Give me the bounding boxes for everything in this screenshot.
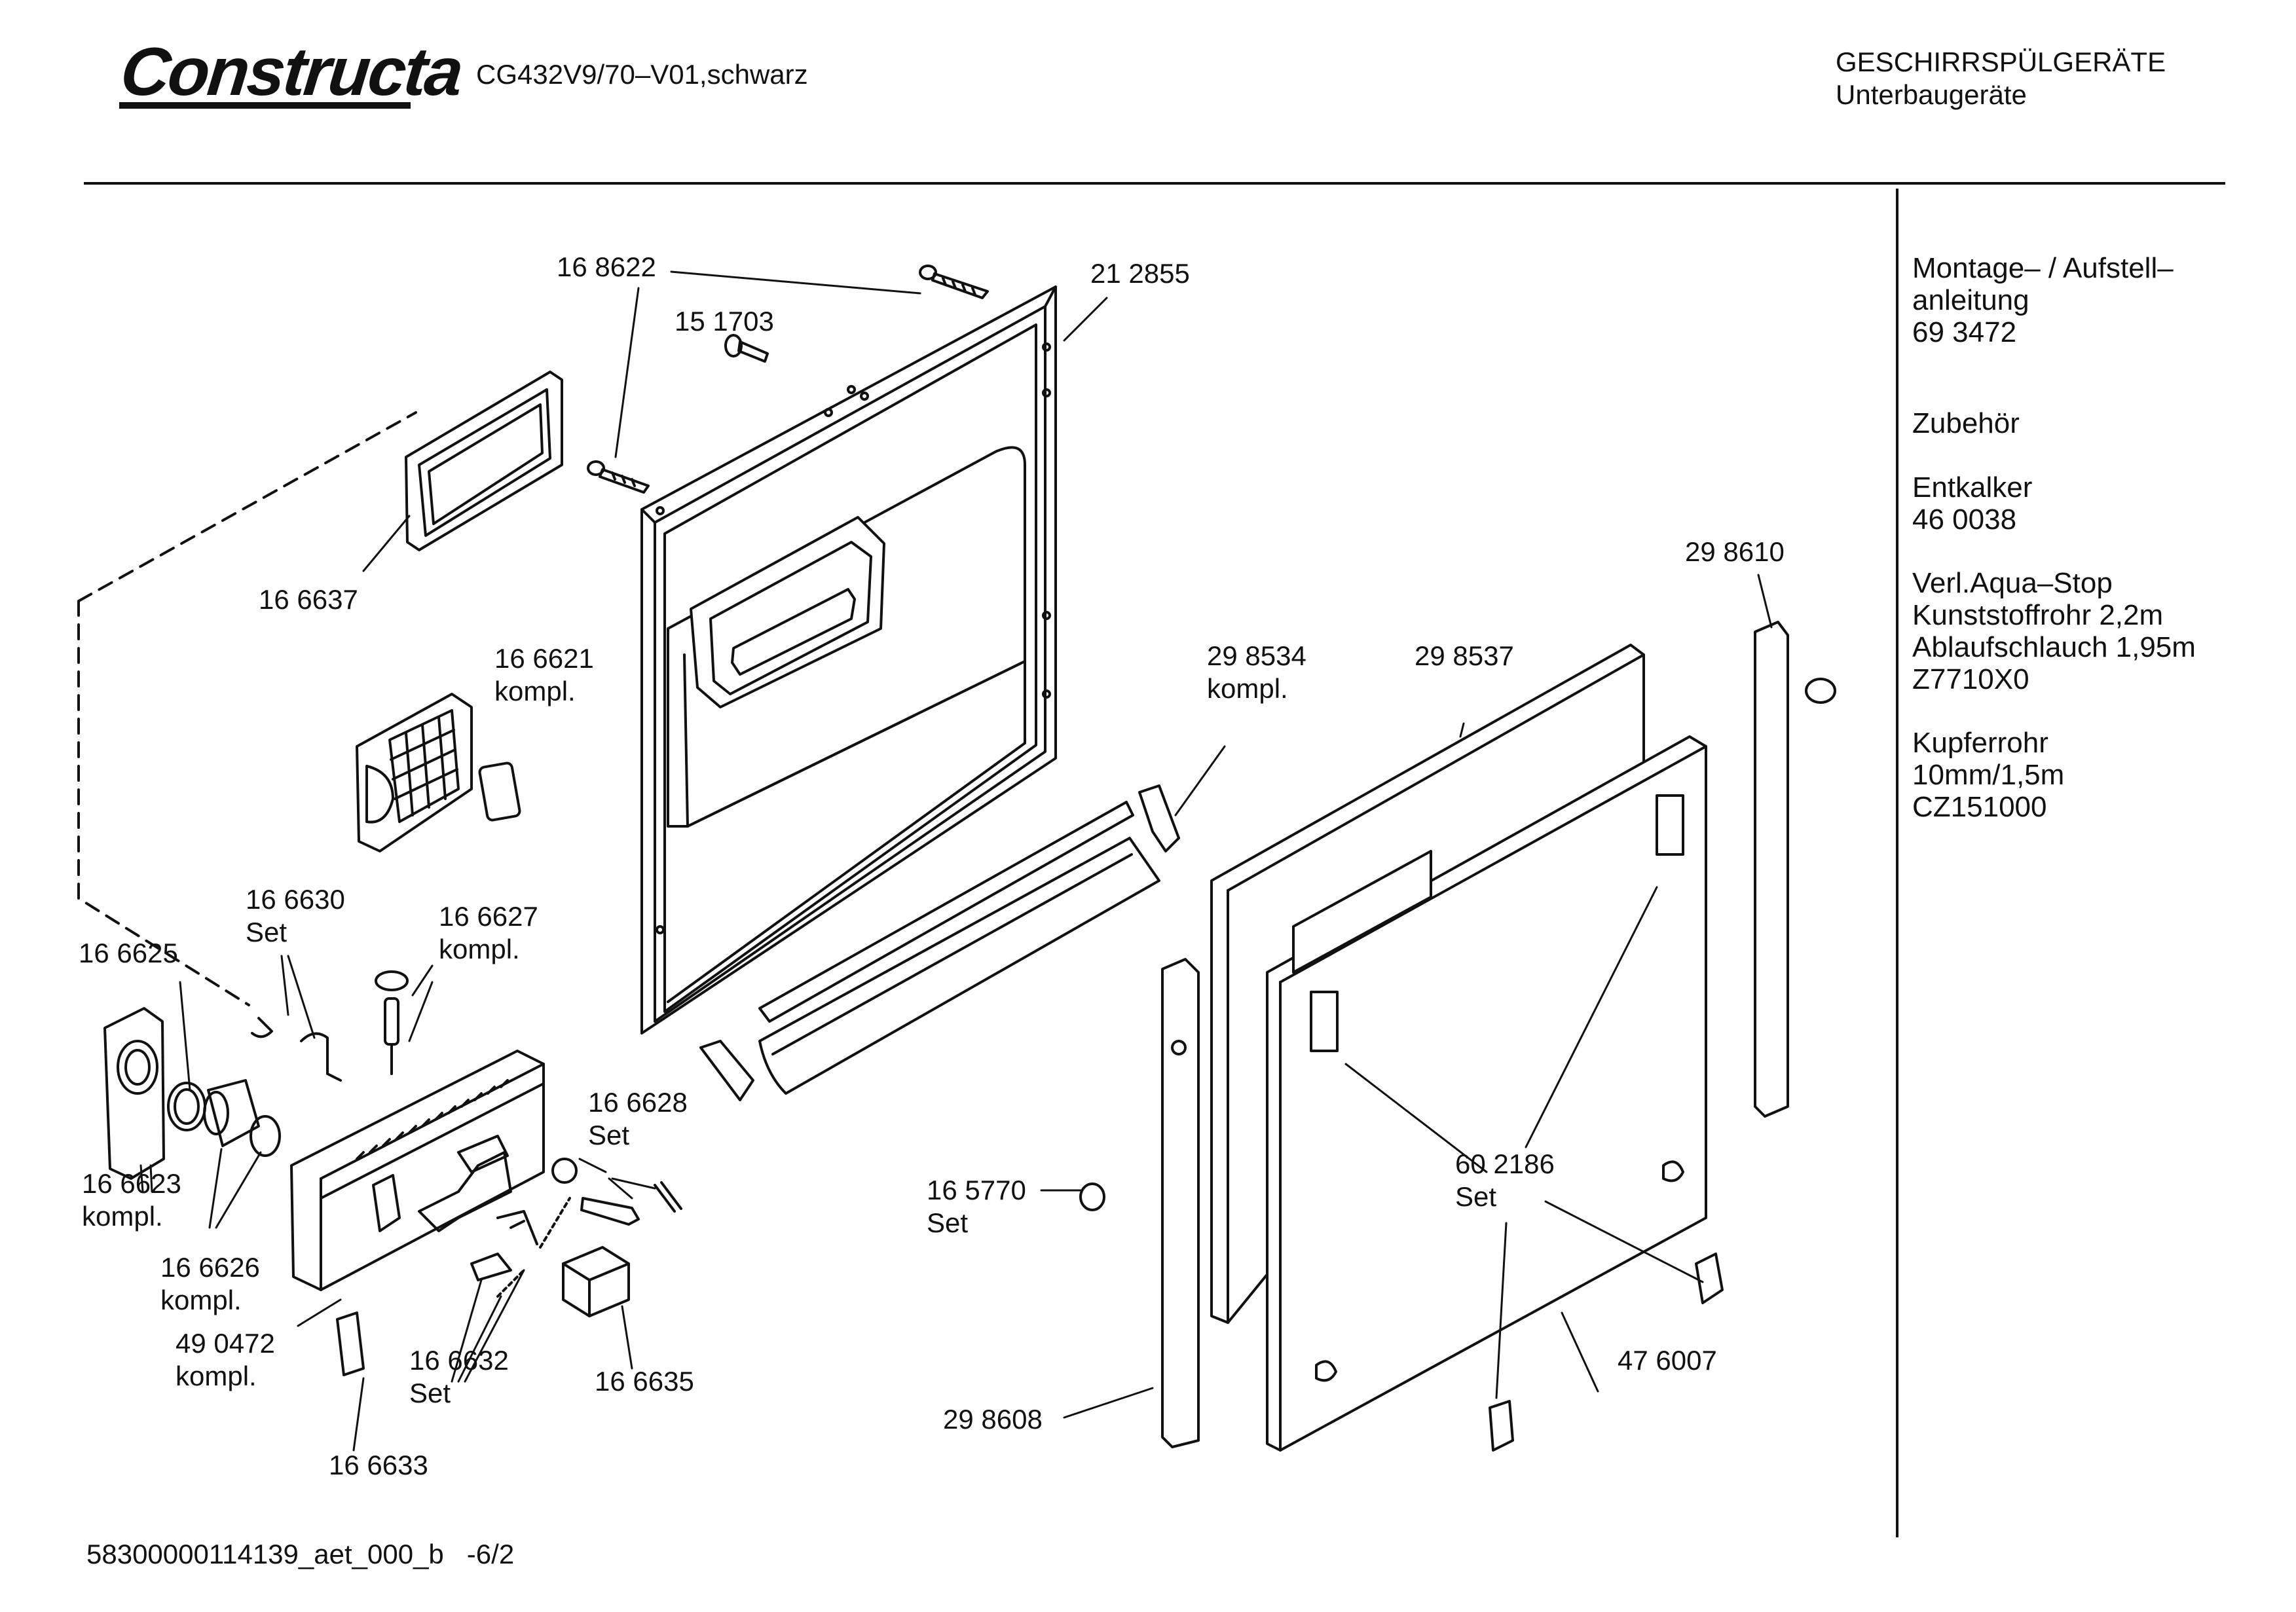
latch-bracket-left: [699, 1040, 754, 1101]
hinge-clip-bottom: [1489, 1400, 1514, 1452]
side-strip-right: [1754, 621, 1789, 1118]
model-number: CG432V9/70–V01,schwarz: [476, 59, 808, 90]
label-166625: 16 6625: [79, 938, 178, 968]
label-166621-sub: kompl.: [494, 676, 576, 706]
label-298610: 29 8610: [1685, 536, 1785, 567]
label-166621: 16 6621: [494, 643, 594, 674]
category-subtitle: Unterbaugeräte: [1836, 79, 2027, 110]
label-166628-sub: Set: [588, 1120, 629, 1150]
label-151703: 15 1703: [675, 306, 774, 337]
spring-part: [251, 1017, 273, 1038]
label-165770-sub: Set: [927, 1207, 968, 1238]
label-165770: 16 5770: [927, 1175, 1026, 1205]
document-id: 58300000114139_aet_000_b -6/2: [86, 1539, 515, 1569]
label-298534-sub: kompl.: [1207, 673, 1288, 704]
label-490472-sub: kompl.: [176, 1361, 257, 1391]
logo-underline: [119, 102, 411, 109]
microswitch: [562, 1246, 630, 1317]
outer-door-panel-front: [1266, 735, 1707, 1452]
aqua-stop-note: Verl.Aqua–Stop Kunststoffrohr 2,2m Ablau…: [1912, 567, 2196, 695]
screw-left: [587, 460, 650, 494]
spring-small: [654, 1181, 682, 1213]
plug-cap: [1079, 1182, 1105, 1211]
screw-small: [724, 334, 769, 363]
label-298537: 29 8537: [1415, 640, 1514, 671]
label-166626-sub: kompl.: [160, 1285, 242, 1315]
clip-part: [496, 1210, 538, 1245]
screw-top: [919, 265, 989, 299]
label-166630-sub: Set: [246, 917, 287, 947]
label-602186: 60 2186: [1455, 1148, 1555, 1179]
label-166632-sub: Set: [409, 1378, 451, 1408]
sidebar-divider: [1896, 189, 1898, 1537]
ball-part: [551, 1158, 578, 1184]
coil-spring: [496, 1269, 525, 1298]
appliance-category: GESCHIRRSPÜLGERÄTE Unterbaugeräte: [1836, 46, 2166, 111]
dashed-guide: [77, 411, 417, 1006]
latch-bracket: [1138, 784, 1180, 852]
part-number-labels: 16 8622 15 1703 21 2855 16 6637 16 6621 …: [79, 251, 1785, 1480]
latch-clip: [470, 1253, 512, 1281]
trim-strip: [758, 801, 1160, 1095]
label-602186-sub: Set: [1455, 1181, 1496, 1212]
stopper-knob: [1805, 678, 1836, 704]
label-298608: 29 8608: [943, 1404, 1043, 1435]
label-166635: 16 6635: [595, 1366, 694, 1397]
pin-part: [375, 970, 409, 1075]
o-ring: [250, 1115, 281, 1157]
rod-part: [580, 1197, 640, 1226]
label-212855: 21 2855: [1090, 258, 1190, 289]
label-168622: 16 8622: [557, 251, 656, 282]
accessories-heading: Zubehör: [1912, 407, 2020, 439]
label-166633: 16 6633: [329, 1450, 428, 1480]
label-166630: 16 6630: [246, 884, 345, 915]
label-166632: 16 6632: [409, 1345, 509, 1376]
label-490472: 49 0472: [176, 1328, 275, 1359]
label-166627-sub: kompl.: [439, 934, 520, 964]
side-strip-left: [1161, 958, 1200, 1448]
cover-plate: [336, 1311, 365, 1376]
label-476007: 47 6007: [1618, 1345, 1717, 1376]
inner-door-panel: [640, 285, 1057, 1035]
label-166626: 16 6626: [160, 1252, 260, 1283]
installation-manual-note: Montage– / Aufstell– anleitung 69 3472: [1912, 252, 2174, 348]
cover-cap: [103, 1007, 165, 1180]
spring-coil: [539, 1197, 571, 1249]
label-298534: 29 8534: [1207, 640, 1306, 671]
hinge-clip-right: [1695, 1253, 1724, 1304]
aerator-grid: [356, 693, 521, 852]
descaler-note: Entkalker 46 0038: [1912, 471, 2033, 536]
header-divider: [84, 182, 2225, 185]
window-frame: [405, 371, 563, 551]
lever-part: [300, 1032, 342, 1082]
label-166623: 16 6623: [82, 1168, 181, 1199]
label-166637: 16 6637: [259, 584, 358, 615]
copper-pipe-note: Kupferrohr 10mm/1,5m CZ151000: [1912, 727, 2065, 823]
dispenser-unit: [290, 1050, 545, 1291]
label-166627: 16 6627: [439, 901, 538, 932]
leader-lines: [139, 270, 1773, 1452]
label-166628: 16 6628: [588, 1087, 688, 1118]
label-166623-sub: kompl.: [82, 1201, 163, 1232]
dispenser-knob: [203, 1079, 260, 1147]
category-title: GESCHIRRSPÜLGERÄTE: [1836, 46, 2166, 77]
